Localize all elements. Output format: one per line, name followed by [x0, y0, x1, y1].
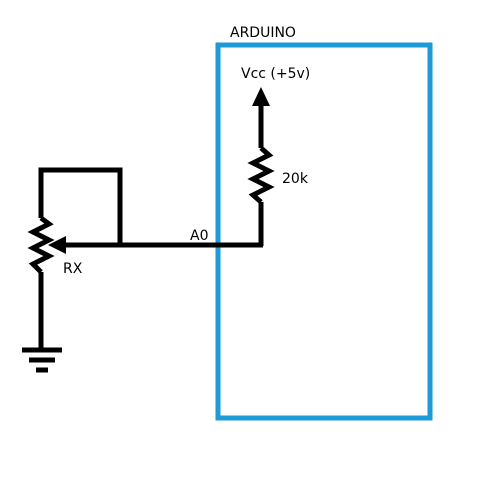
arduino-board: [215, 42, 433, 421]
pin-label: A0: [190, 228, 208, 244]
pullup-resistor-label: 20k: [282, 171, 309, 187]
vcc-arrow-icon: [252, 87, 270, 148]
potentiometer-feedback-wire: [38, 167, 123, 247]
vcc-label: Vcc (+5v): [241, 66, 310, 82]
a0-signal-wire: [48, 236, 263, 254]
sensor-label: RX: [63, 261, 83, 277]
ground-icon: [22, 347, 62, 373]
board-title: ARDUINO: [230, 25, 296, 41]
pullup-resistor-icon: [247, 146, 275, 246]
potentiometer-icon: [27, 216, 55, 350]
